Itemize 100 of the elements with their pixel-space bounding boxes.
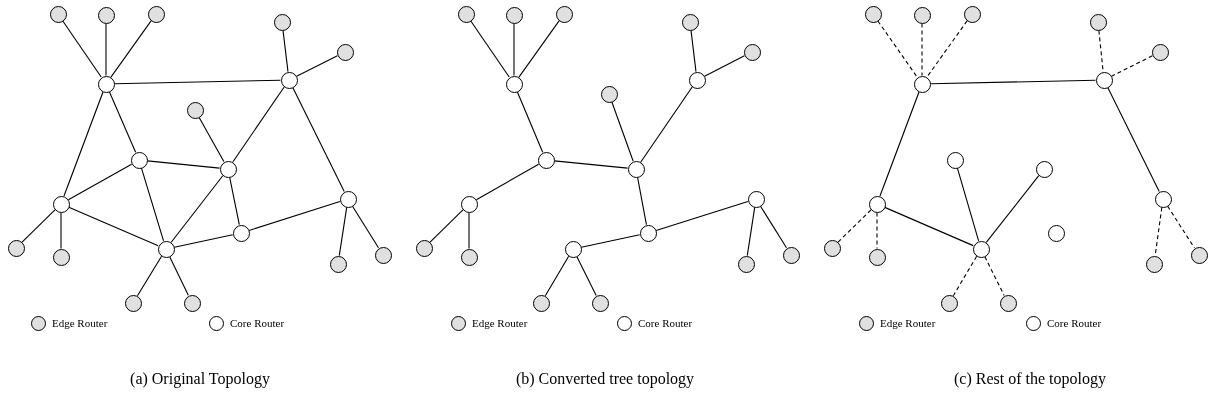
figure-caption: (a) Original Topology — [130, 370, 270, 388]
router-node — [1095, 71, 1113, 89]
link-line — [198, 116, 225, 163]
router-node — [505, 6, 523, 24]
router-node — [273, 13, 291, 31]
router-node — [972, 240, 990, 258]
figure-caption: (c) Rest of the topology — [954, 370, 1106, 388]
router-node — [1190, 246, 1208, 264]
link-line — [67, 163, 133, 201]
router-node — [1047, 224, 1065, 242]
router-node — [7, 239, 25, 257]
link-line — [62, 20, 102, 78]
router-node — [415, 239, 433, 257]
link-line — [884, 206, 974, 247]
router-node — [627, 160, 645, 178]
router-node — [681, 13, 699, 31]
router-node — [688, 71, 706, 89]
link-line — [877, 20, 918, 78]
link-line — [173, 234, 234, 248]
router-node — [555, 5, 573, 23]
link-line — [146, 160, 221, 169]
link-line — [282, 29, 289, 73]
figure-caption: (b) Converted tree topology — [515, 370, 695, 388]
router-node — [999, 294, 1017, 312]
legend-label: Core Router — [230, 316, 285, 330]
router-node — [1154, 190, 1172, 208]
router-node — [737, 255, 755, 273]
link-line — [746, 206, 756, 257]
link-line — [475, 163, 540, 201]
link-line — [704, 55, 745, 77]
router-node — [600, 85, 618, 103]
router-node — [913, 75, 931, 93]
router-node — [280, 71, 298, 89]
link-line — [113, 79, 282, 85]
router-node — [124, 294, 142, 312]
link-line — [140, 167, 165, 242]
link-line — [21, 209, 56, 243]
router-node — [537, 151, 555, 169]
router-node — [532, 294, 550, 312]
router-node — [747, 190, 765, 208]
legend-label: Core Router — [1047, 316, 1102, 330]
router-node — [639, 224, 657, 242]
link-line — [136, 255, 163, 297]
link-line — [513, 22, 515, 77]
link-line — [429, 209, 464, 243]
link-line — [470, 20, 510, 78]
link-line — [229, 176, 240, 226]
router-node — [52, 195, 70, 213]
router-node — [564, 240, 582, 258]
router-node — [49, 5, 67, 23]
link-line — [759, 205, 788, 249]
link-line — [544, 255, 570, 297]
router-node — [864, 5, 882, 23]
router-node — [460, 195, 478, 213]
link-line — [1107, 87, 1160, 192]
router-node — [963, 5, 981, 23]
link-line — [292, 87, 345, 192]
router-node — [946, 151, 964, 169]
router-node — [97, 75, 115, 93]
link-line — [576, 256, 597, 296]
link-line — [921, 22, 923, 77]
legend-label: Edge Router — [472, 316, 528, 330]
link-line — [351, 205, 380, 249]
router-node — [1035, 160, 1053, 178]
router-node — [868, 195, 886, 213]
legend-label: Edge Router — [880, 316, 936, 330]
router-node — [823, 239, 841, 257]
link-line — [169, 256, 189, 296]
link-line — [580, 234, 641, 248]
link-line — [63, 91, 104, 197]
link-line — [338, 206, 348, 257]
link-line — [1111, 55, 1153, 77]
router-node — [329, 255, 347, 273]
router-node — [336, 43, 354, 61]
link-line — [108, 91, 137, 153]
router-node — [186, 101, 204, 119]
router-node — [460, 248, 478, 266]
link-line — [956, 167, 980, 242]
router-node — [505, 75, 523, 93]
router-node — [743, 43, 761, 61]
router-node — [1151, 43, 1169, 61]
router-node — [97, 6, 115, 24]
link-line — [640, 86, 693, 163]
link-line — [296, 55, 338, 77]
router-node — [374, 246, 392, 264]
link-line — [837, 209, 872, 243]
link-line — [553, 160, 629, 169]
router-node — [1145, 255, 1163, 273]
router-node — [219, 160, 237, 178]
link-line — [637, 176, 647, 226]
link-line — [232, 86, 285, 163]
router-node — [913, 6, 931, 24]
router-node — [940, 294, 958, 312]
link-line — [68, 206, 159, 247]
link-line — [468, 211, 470, 250]
router-node — [232, 224, 250, 242]
link-line — [952, 255, 978, 297]
link-line — [518, 20, 560, 78]
link-line — [876, 211, 878, 250]
router-node — [1089, 13, 1107, 31]
